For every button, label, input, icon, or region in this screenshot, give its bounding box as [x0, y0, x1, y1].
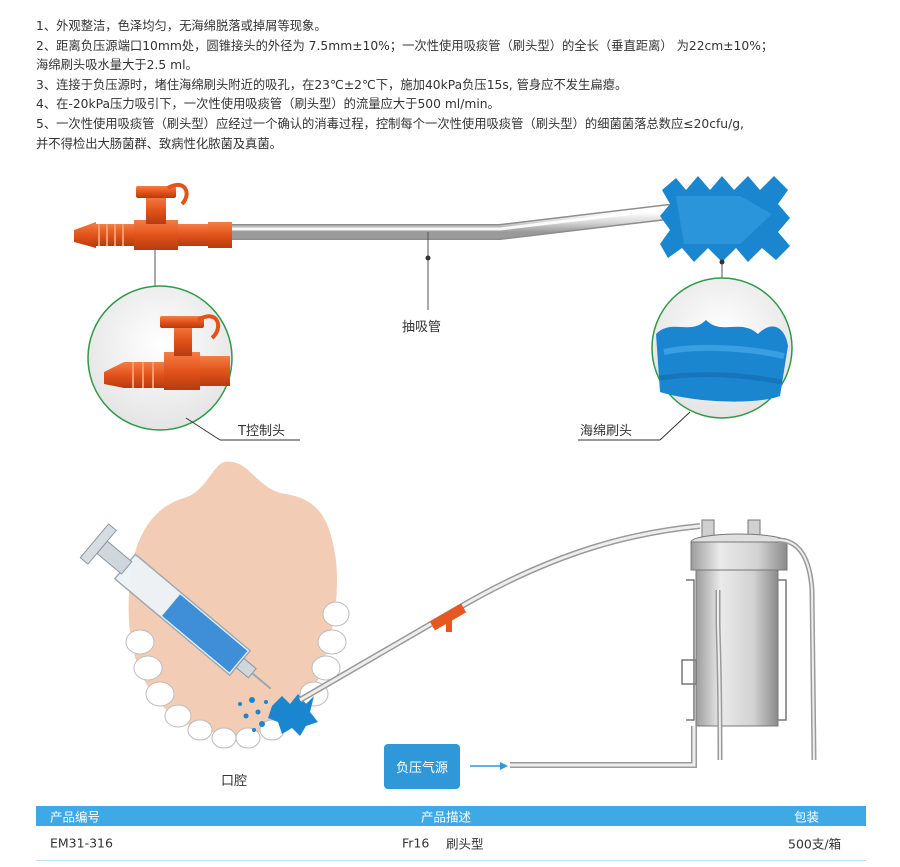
product-table: 产品编号 产品描述 包装 EM31-316 Fr16 刷头型 500支/箱 [36, 806, 866, 861]
spec-line: 3、连接于负压源时，堵住海绵刷头附近的吸孔，在23℃±2℃下，施加40kPa负压… [36, 77, 628, 92]
header-package: 包装 [794, 809, 820, 825]
suction-canister [681, 519, 817, 761]
spec-line: 2、距离负压源端口10mm处，圆锥接头的外径为 7.5mm±10%；一次性使用吸… [36, 38, 774, 53]
tube-label: 抽吸管 [402, 320, 442, 335]
sponge-label: 海绵刷头 [580, 424, 633, 439]
syringe-drawing [79, 523, 272, 690]
sponge-head-drawing [660, 176, 790, 262]
spec-line: 海绵刷头吸水量大于2.5 ml。 [36, 58, 198, 73]
specification-list: 1、外观整洁，色泽均匀，无海绵脱落或掉屑等现象。 2、距离负压源端口10mm处，… [36, 17, 886, 154]
cell-type: 刷头型 [446, 836, 484, 852]
cell-package: 500支/箱 [788, 836, 842, 852]
small-t-connector [429, 603, 467, 632]
vacuum-source-box: 负压气源 [384, 744, 460, 789]
spec-line: 1、外观整洁，色泽均匀，无海绵脱落或掉屑等现象。 [36, 19, 327, 33]
cell-size: Fr16 [402, 835, 430, 851]
t-head-label: T控制头 [238, 424, 285, 439]
table-header: 产品编号 产品描述 包装 [36, 806, 866, 826]
spec-line: 并不得检出大肠菌群、致病性化脓菌及真菌。 [36, 136, 282, 151]
mouth-label: 口腔 [221, 774, 248, 789]
sponge-detail-circle [578, 277, 793, 441]
table-row: EM31-316 Fr16 刷头型 500支/箱 [36, 826, 866, 861]
spec-line: 5、一次性使用吸痰管（刷头型）应经过一个确认的消毒过程，控制每个一次性使用吸痰管… [36, 116, 744, 131]
product-illustration [74, 176, 817, 770]
t-head-detail-circle [87, 285, 300, 441]
spec-line: 4、在-20kPa压力吸引下，一次性使用吸痰管（刷头型）的流量应大于500 ml… [36, 97, 500, 112]
cell-code: EM31-316 [50, 835, 113, 851]
suction-tube [222, 204, 676, 240]
header-code: 产品编号 [50, 809, 101, 825]
header-description: 产品描述 [421, 809, 472, 825]
t-connector-drawing [74, 182, 232, 250]
